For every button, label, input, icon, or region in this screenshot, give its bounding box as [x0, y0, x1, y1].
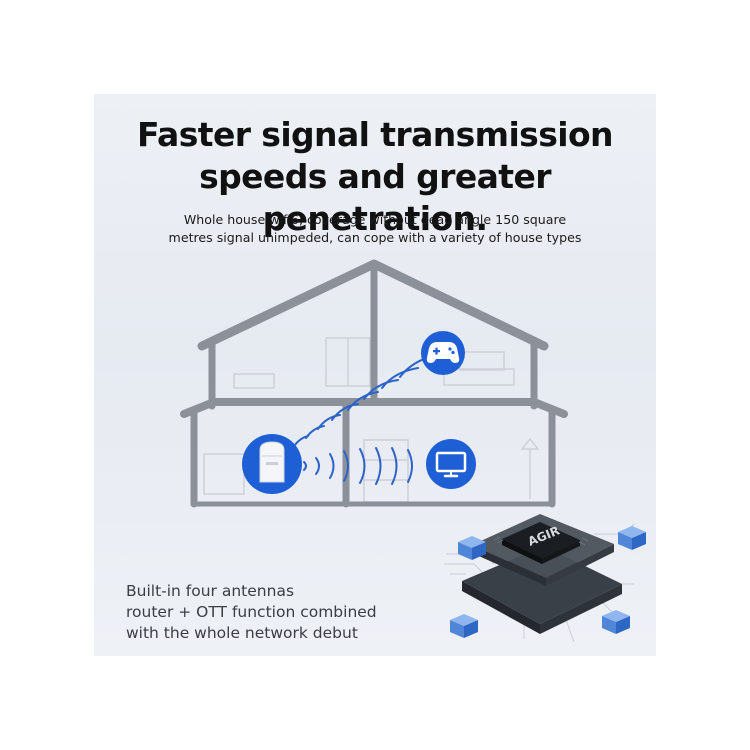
node-icon-left	[458, 536, 486, 560]
signal-waves	[293, 354, 437, 485]
gamepad-icon	[421, 331, 465, 375]
house-outline	[180, 259, 568, 508]
node-icon-bottom-right	[602, 610, 630, 634]
headline-line-2: speeds and greater penetration.	[199, 157, 551, 238]
subheadline-line-1: Whole house wifi6, coverage without dead…	[183, 212, 567, 227]
promo-panel: Faster signal transmission speeds and gr…	[94, 94, 656, 656]
caption-line-1: Built-in four antennas	[126, 582, 295, 600]
chip-board-icon: AGIR	[444, 514, 646, 643]
caption-line-3: with the whole network debut	[126, 624, 358, 642]
node-icon-bottom-left	[450, 614, 478, 638]
node-icon-right-top	[618, 526, 646, 550]
router-icon	[242, 434, 302, 494]
caption-line-2: router + OTT function combined	[126, 603, 377, 621]
house-illustration: AGIR	[180, 259, 646, 643]
headline-line-1: Faster signal transmission	[137, 115, 613, 154]
monitor-icon	[426, 439, 476, 489]
subheadline-line-2: metres signal unimpeded, can cope with a…	[168, 230, 582, 245]
